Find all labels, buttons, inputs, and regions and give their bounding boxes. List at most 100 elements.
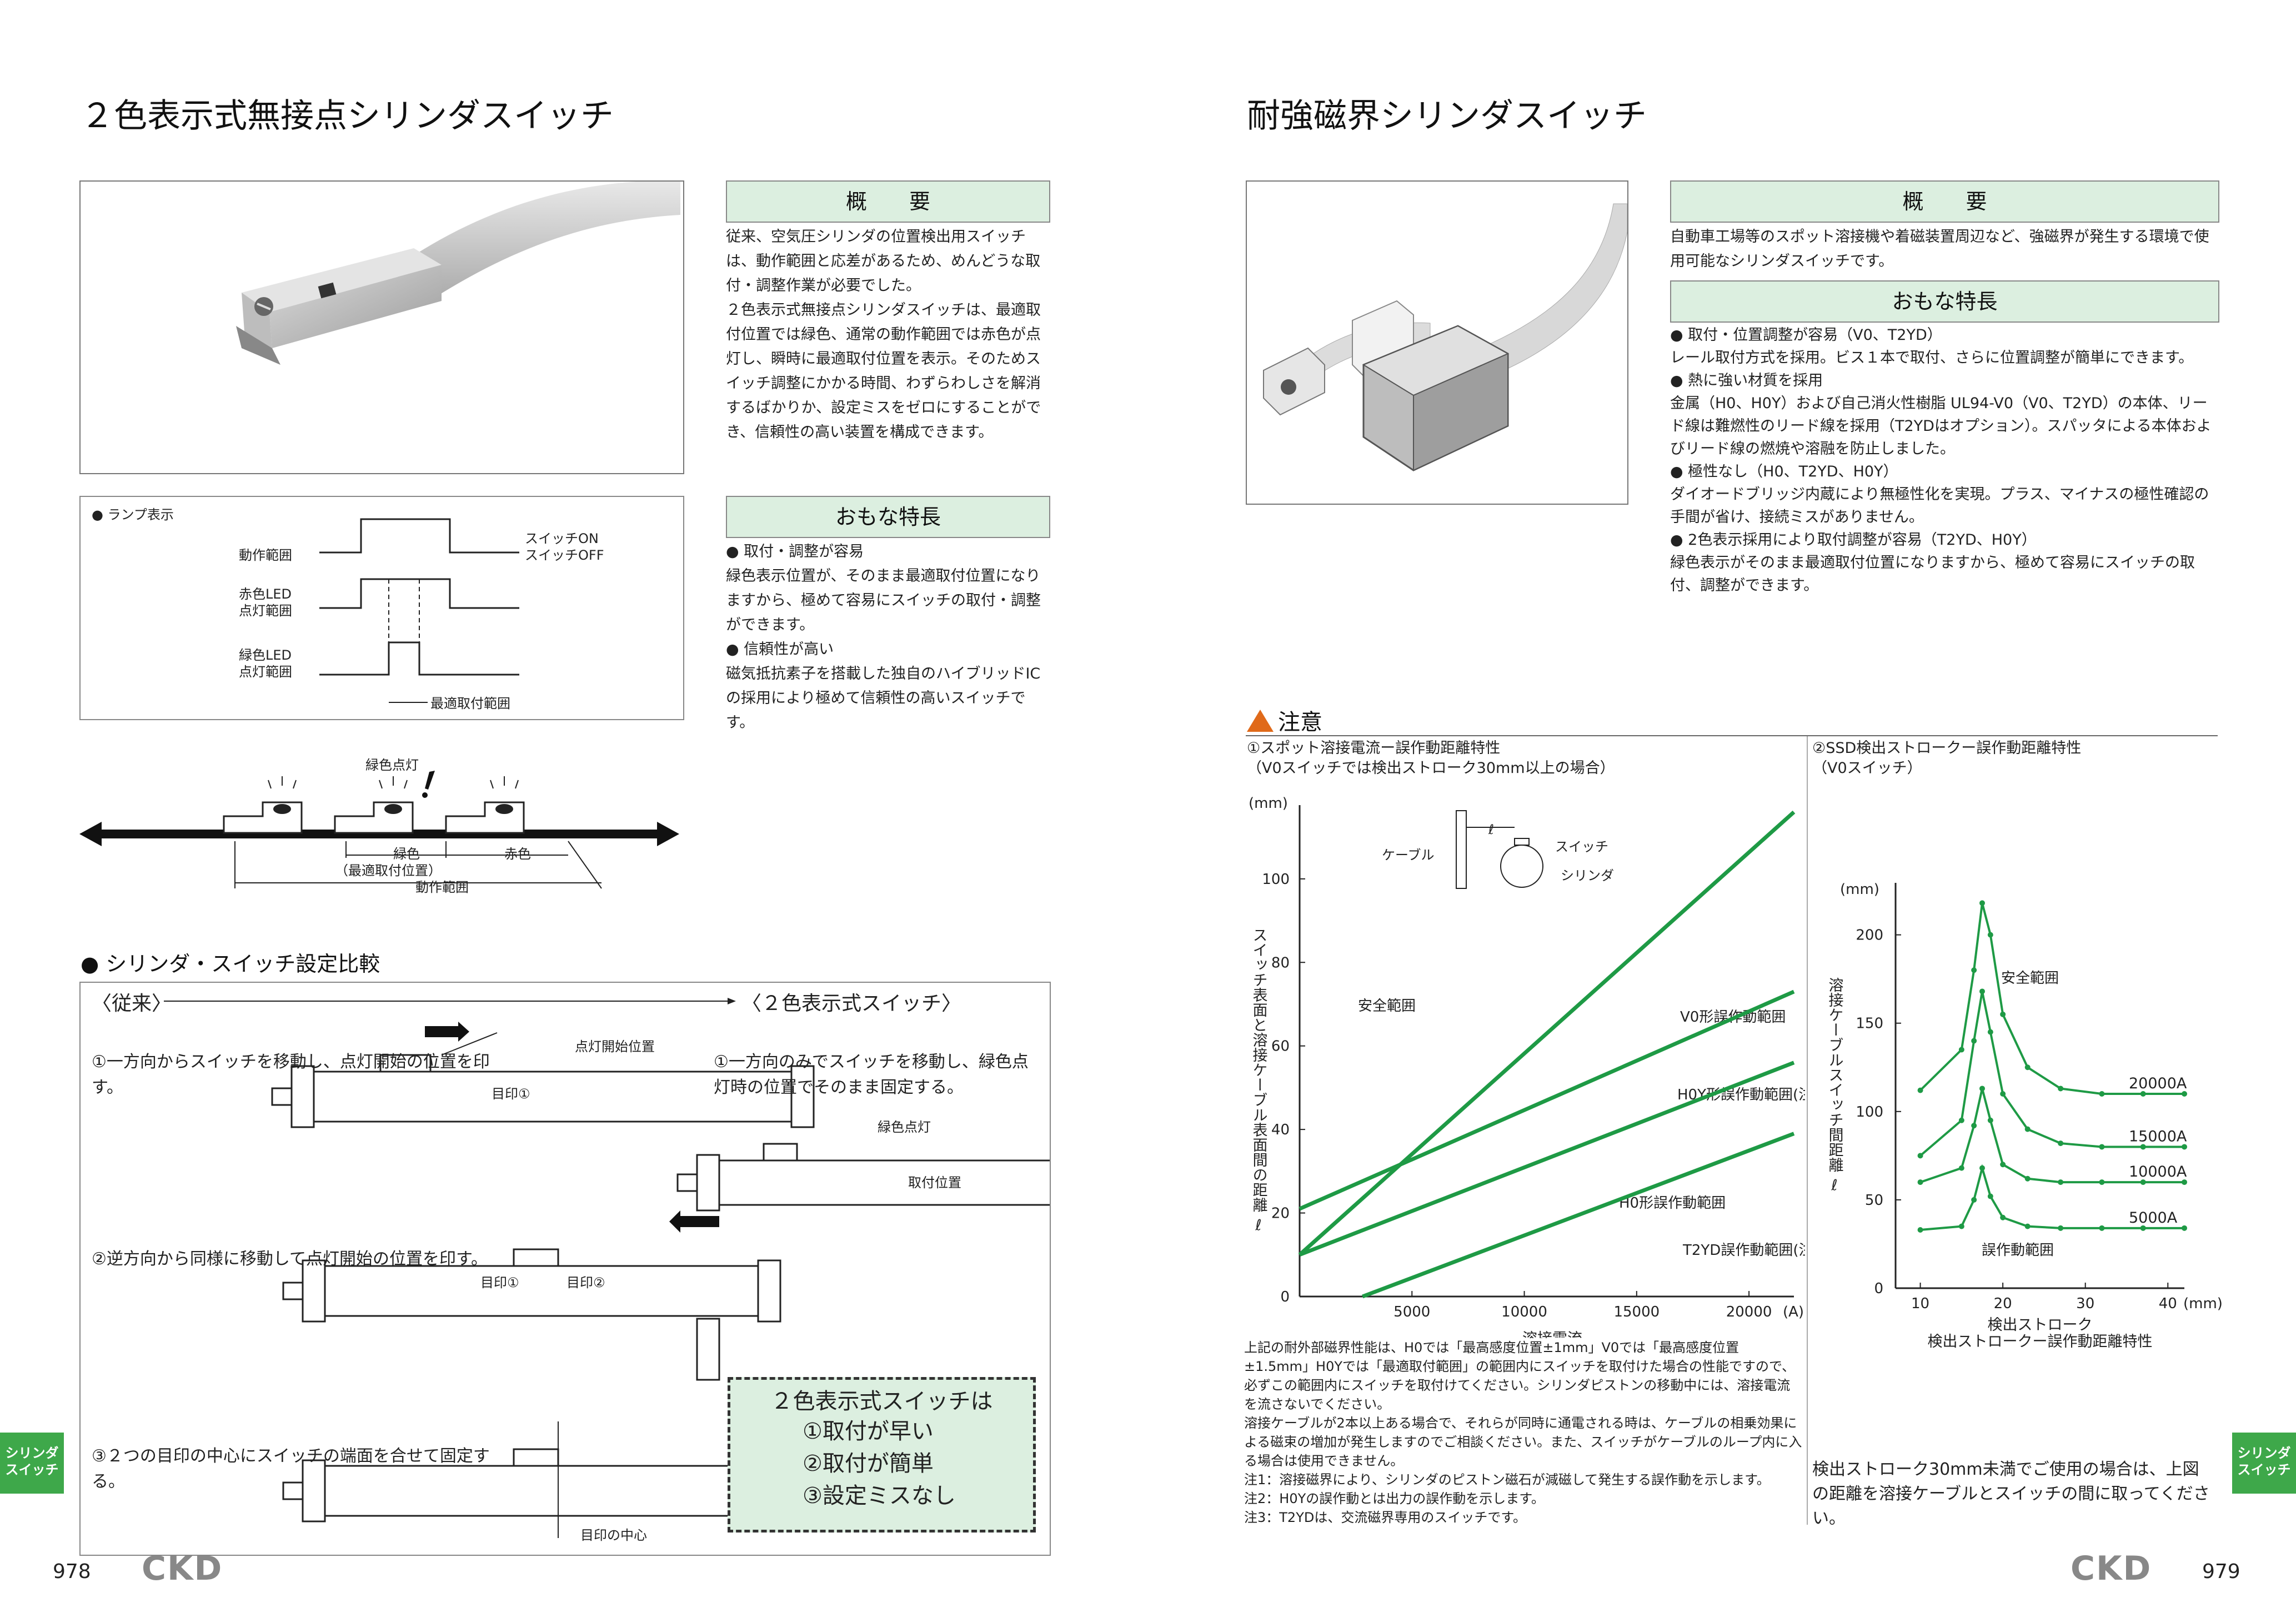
chart2-region-label: 安全範囲	[2001, 970, 2059, 987]
chart2-data-point	[1979, 988, 1985, 994]
switch-on-label: スイッチON	[525, 531, 599, 546]
chart2-data-point	[2058, 1179, 2064, 1185]
chart2-data-point	[2140, 1091, 2146, 1097]
chart2-data-point	[1958, 1117, 1964, 1123]
right-overview-text: 自動車工場等のスポット溶接機や着磁装置周辺など、強磁界が発生する環境で使用可能な…	[1670, 228, 2209, 270]
chart2-data-point	[2140, 1179, 2146, 1185]
chart2-data-point	[2024, 1064, 2031, 1071]
chart2-data-point	[1979, 1086, 1985, 1092]
inset-cylinder-label: シリンダ	[1561, 868, 1614, 883]
inset-cable-label: ケーブル	[1382, 847, 1435, 863]
chart2-data-point	[2182, 1144, 2187, 1150]
summary-line-2: ②取付が簡単	[803, 1451, 934, 1476]
chart2-series-line	[1919, 902, 2184, 1095]
compare-diagrams	[164, 998, 1050, 1538]
lamp-label: ● ランプ表示	[92, 507, 174, 522]
caution-rule	[1246, 735, 2218, 736]
right-product-photo	[1246, 180, 1628, 505]
chart2-x-tick-label: 10	[1911, 1295, 1929, 1312]
chart1-y-label: スイッチ表面と溶接ケーブル表面間の距離 ℓ	[1250, 927, 1268, 1234]
left-side-tab: シリンダ スイッチ	[0, 1433, 64, 1494]
chart2-misop-label: 誤作動範囲	[1982, 1242, 2054, 1259]
green-lit-label: 緑色点灯	[365, 757, 419, 773]
chart1-series-line	[1299, 1061, 1795, 1257]
range-diagram	[79, 771, 679, 889]
red-label: 赤色	[504, 846, 531, 862]
chart2-title: ②SSD検出ストロークー誤作動距離特性 （V0スイッチ）	[1812, 740, 2082, 777]
chart2-series-label: 15000A	[2129, 1128, 2187, 1145]
step1-text: ①一方向からスイッチを移動し、点灯開始の位置を印す。	[92, 1052, 490, 1097]
chart2-data-point	[2000, 1162, 2006, 1168]
chart2-data-point	[2058, 1140, 2064, 1147]
chart1-y-tick-label: 0	[1280, 1289, 1290, 1305]
chart1-series-label: H0形誤作動範囲	[1619, 1195, 1726, 1212]
chart2-y-tick-label: 50	[1865, 1192, 1883, 1209]
chart2-data-point	[2140, 1225, 2146, 1231]
short-stroke-note: 検出ストローク30mm未満でご使用の場合は、上図の距離を溶接ケーブルとスイッチの…	[1812, 1460, 2210, 1528]
right-features-heading: おもな特長	[1670, 280, 2219, 323]
chart1-title: ①スポット溶接電流ー誤作動距離特性 （V0スイッチでは検出ストローク30mm以上…	[1247, 740, 1615, 777]
chart2-data-point	[1979, 1165, 1985, 1171]
step3-text: ③２つの目印の中心にスイッチの端面を合せて固定する。	[92, 1446, 490, 1491]
right-ckd-logo: CKD	[2071, 1549, 2152, 1588]
summary-line-1: ①取付が早い	[803, 1419, 934, 1444]
chart2-data-point	[1917, 1227, 1923, 1233]
chart2-data-point	[1917, 1087, 1923, 1093]
lit-start-label: 点灯開始位置	[575, 1039, 655, 1054]
inset-switch-shape	[1514, 838, 1530, 846]
chart1-series-label: T2YD誤作動範囲(注1)	[1682, 1242, 1805, 1259]
left-product-photo	[79, 180, 684, 474]
chart1-x-tick-label: 5000	[1393, 1304, 1430, 1320]
chart2-data-point	[2099, 1144, 2105, 1150]
optimal-range-label: 最適取付範囲	[430, 696, 510, 711]
right-page-title: 耐強磁界シリンダスイッチ	[1247, 97, 1647, 135]
caution-notes: 上記の耐外部磁界性能は、H0では「最高感度位置±1mm」V0では「最高感度位置±…	[1244, 1340, 1802, 1525]
compare-heading: ● シリンダ・スイッチ設定比較	[81, 952, 380, 976]
switch-illustration	[236, 182, 680, 365]
chart1-welding-current: (mm)0204060801005000100001500020000(A)溶接…	[1249, 795, 1805, 1338]
left-overview-text: 従来、空気圧シリンダの位置検出用スイッチは、動作範囲と応差があるため、めんどうな…	[726, 228, 1041, 441]
step2-text: ②逆方向から同様に移動して点灯開始の位置を印す。	[92, 1249, 488, 1269]
chart2-data-point	[1987, 1029, 1993, 1035]
chart2-data-point	[1987, 1117, 1993, 1123]
left-page-number: 978	[53, 1560, 91, 1583]
caution-heading: 注意	[1247, 704, 1322, 736]
chart2-data-point	[2024, 1175, 2031, 1182]
green-lit-label-2: 緑色点灯	[878, 1119, 931, 1135]
chart1-series-line	[1299, 989, 1795, 1211]
chart2-data-point	[1971, 1197, 1977, 1203]
chart2-y-tick-label: 100	[1856, 1104, 1883, 1120]
column-divider	[1807, 736, 1808, 1525]
magnetic-switch-illustration	[1263, 203, 1628, 471]
chart1-x-label: 溶接電流	[1522, 1330, 1582, 1338]
inset-cylinder-shape	[1500, 845, 1543, 888]
range-figure: 緑色点灯 緑色 （最適取付位置） 赤色 動作範囲	[79, 750, 690, 905]
chart2-series-label: 10000A	[2129, 1163, 2187, 1180]
summary-line-3: ③設定ミスなし	[803, 1483, 956, 1509]
chart2-data-point	[2058, 1225, 2064, 1231]
chart2-data-point	[2000, 1214, 2006, 1220]
inset-cable-shape	[1456, 810, 1467, 889]
lamp-timing-diagram	[319, 518, 519, 703]
chart2-data-point	[2140, 1144, 2146, 1150]
chart2-data-point	[2182, 1179, 2187, 1185]
chart2-data-point	[2099, 1179, 2105, 1185]
warning-icon	[1247, 710, 1274, 732]
chart1-x-tick-label: 10000	[1501, 1304, 1547, 1320]
left-ckd-logo: CKD	[142, 1549, 223, 1588]
mount-position-label: 取付位置	[908, 1175, 961, 1190]
compare-box: 〈従来〉 〈２色表示式スイッチ〉	[79, 982, 1051, 1556]
mark1-label: 目印①	[492, 1086, 530, 1102]
chart2-data-point	[1987, 1193, 1993, 1199]
left-page-title: ２色表示式無接点シリンダスイッチ	[81, 97, 614, 135]
chart2-data-point	[2099, 1225, 2105, 1231]
chart2-y-unit: (mm)	[1840, 881, 1879, 898]
switch-off-label: スイッチOFF	[525, 547, 604, 563]
chart2-data-point	[1917, 1153, 1923, 1159]
chart2-data-point	[2000, 1091, 2006, 1097]
chart2-x-unit: (mm)	[2183, 1295, 2223, 1312]
chart2-x-tick-label: 20	[1994, 1295, 2012, 1312]
chart1-y-tick-label: 20	[1271, 1205, 1290, 1222]
green-label: 緑色	[393, 846, 420, 862]
lamp-row-green: 緑色LED 点灯範囲	[239, 647, 292, 680]
